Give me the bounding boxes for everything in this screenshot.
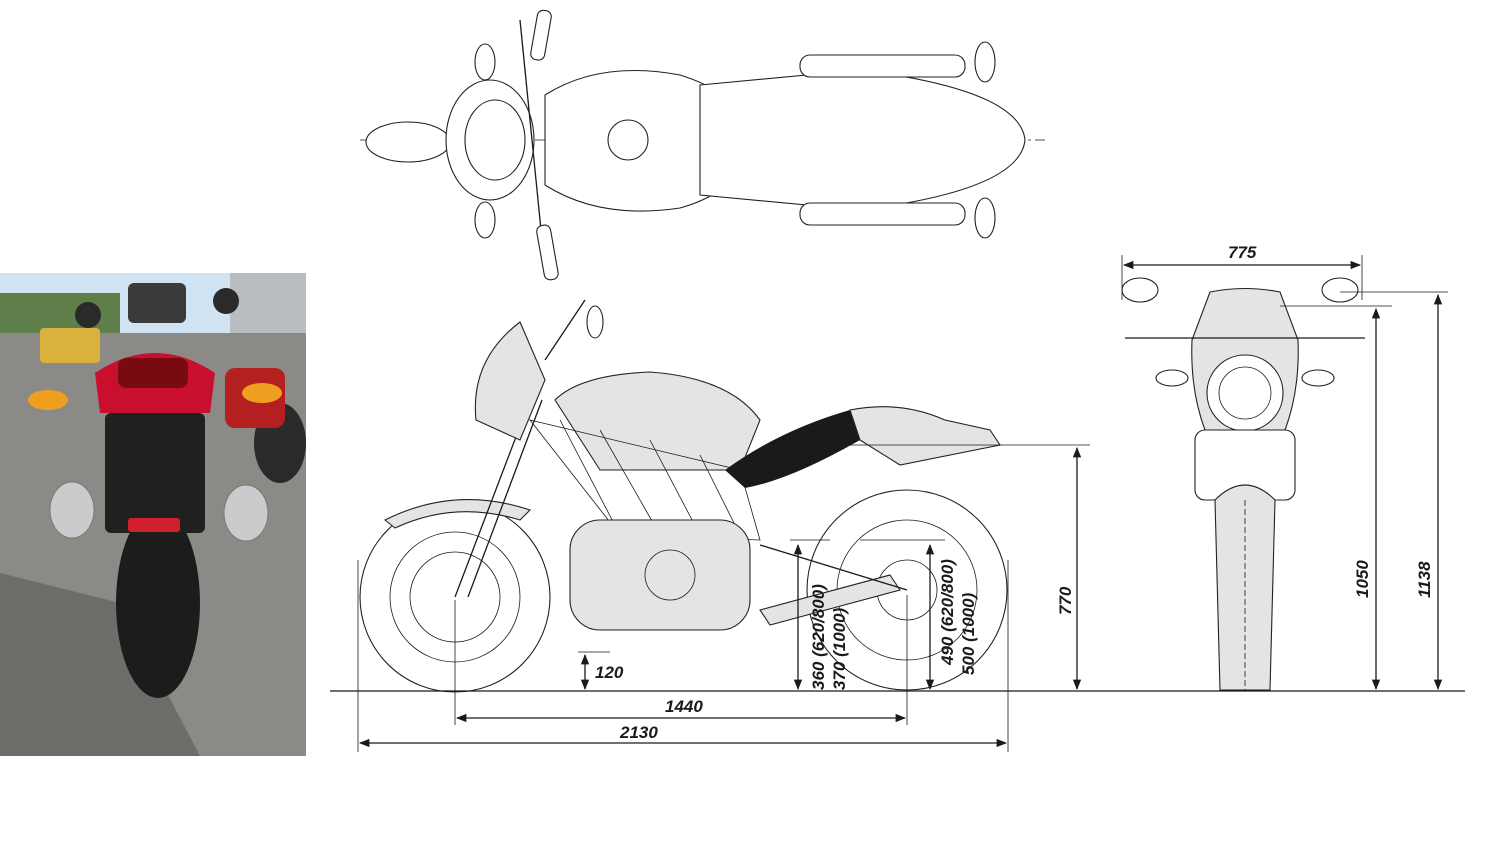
photo-windscreen <box>128 283 186 323</box>
dim-front-peg: 360 (620/800) 370 (1000) <box>790 539 849 691</box>
top-view <box>360 9 1045 281</box>
dim-mirror-height: 1138 <box>1340 291 1448 691</box>
dim-mirror-height-label: 1138 <box>1415 561 1434 598</box>
photo-rear-tire <box>116 508 200 698</box>
photo-left-mirror <box>75 302 101 328</box>
dim-width-label: 775 <box>1228 243 1257 262</box>
photo-left-indicator <box>28 390 68 410</box>
dim-rear-peg-label: 490 (620/800) <box>938 559 957 666</box>
photo-right-indicator <box>242 383 282 403</box>
dim-front-peg-alt-label: 370 (1000) <box>830 607 849 690</box>
dim-seat-height: 770 <box>830 444 1090 691</box>
dim-screen-height: 1050 <box>1280 305 1392 691</box>
dim-seat-height-label: 770 <box>1056 586 1075 615</box>
photo-road-shadow <box>0 573 200 756</box>
side-view <box>359 299 1008 693</box>
photo-taillight <box>118 358 188 388</box>
front-view <box>1121 277 1365 691</box>
dim-length: 2130 <box>357 560 1009 752</box>
dimension-drawing: 775 1138 1050 770 120 1440 2130 <box>330 9 1465 752</box>
dim-rear-peg: 490 (620/800) 500 (1000) <box>860 539 978 691</box>
photo-right-mirror <box>213 288 239 314</box>
dim-wheelbase: 1440 <box>454 595 908 725</box>
photo-right-exhaust <box>223 484 269 542</box>
dim-wheelbase-label: 1440 <box>665 697 703 716</box>
photo-plate-bracket <box>105 413 205 533</box>
dim-screen-height-label: 1050 <box>1353 560 1372 598</box>
dim-width: 775 <box>1121 243 1363 300</box>
dim-length-label: 2130 <box>619 723 658 742</box>
photo-left-exhaust <box>49 481 95 539</box>
dim-front-peg-label: 360 (620/800) <box>809 584 828 690</box>
photo-bg-vehicle <box>40 328 100 363</box>
dim-rear-peg-alt-label: 500 (1000) <box>959 592 978 675</box>
motorcycle-rear-photo <box>0 273 306 756</box>
dim-ground-clearance: 120 <box>578 651 624 691</box>
dim-ground-clearance-label: 120 <box>595 663 624 682</box>
photo-reflector <box>128 518 180 532</box>
